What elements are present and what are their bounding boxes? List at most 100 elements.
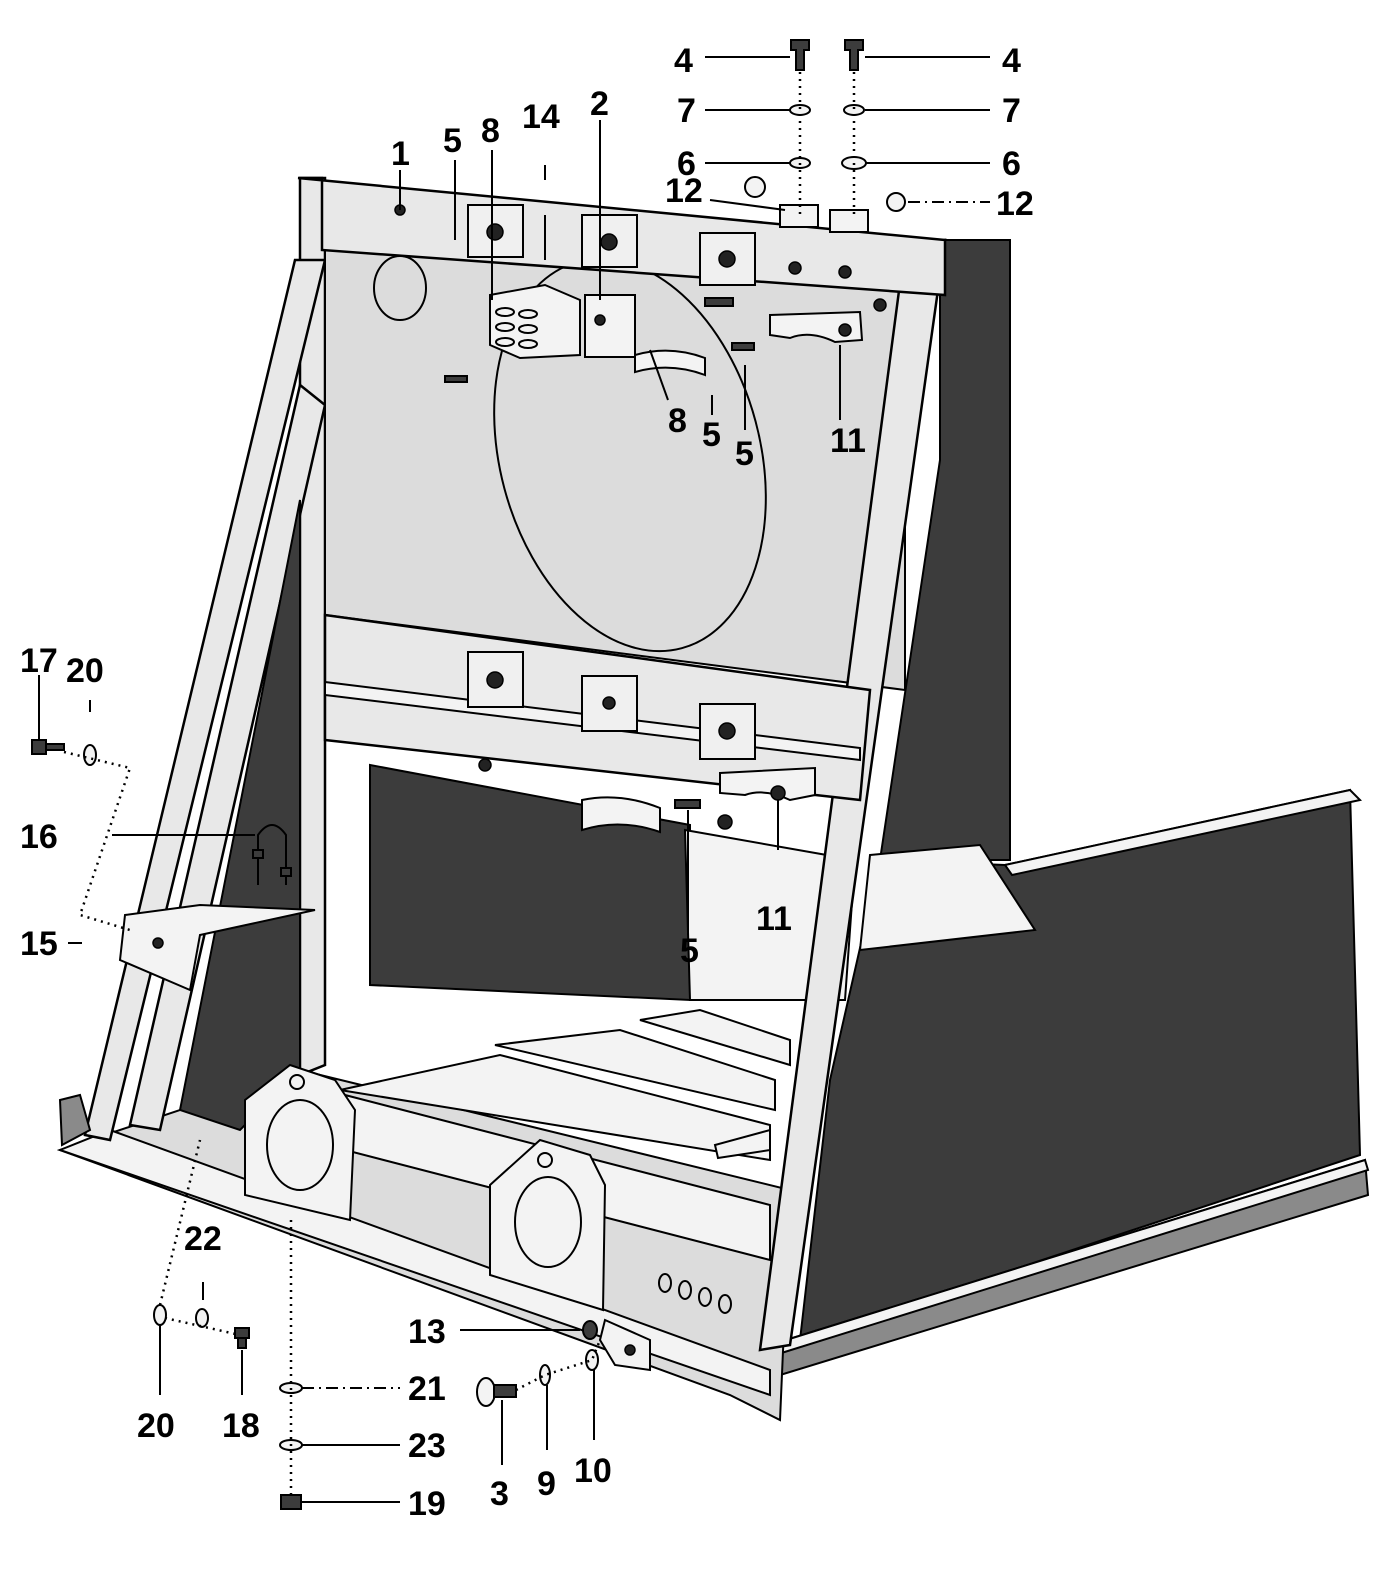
top-pad-1-hole [486, 223, 504, 241]
base-slot-1 [658, 1273, 672, 1293]
washer-7-right [843, 104, 865, 116]
pipe-clamp-lower-left [581, 796, 661, 834]
base-slot-4 [718, 1294, 732, 1314]
lower-rear-opening [369, 763, 691, 1002]
lifting-lug-right [829, 209, 869, 233]
base-slot-3 [698, 1287, 712, 1307]
callout-22: 22 [184, 1220, 222, 1258]
plug-12-right [886, 192, 906, 212]
bolt-4-right [844, 39, 864, 71]
callout-18: 18 [222, 1407, 260, 1445]
pipe-clamp-lower-right [719, 766, 816, 802]
frame-structure [56, 176, 1370, 1422]
floor-crossmember-2 [494, 1028, 776, 1112]
callout-4-left: 4 [674, 42, 693, 80]
callout-21: 21 [408, 1370, 446, 1408]
mid-pad-3-hole [718, 722, 736, 740]
nut-20-top [83, 744, 97, 766]
u-bolt [257, 824, 287, 885]
callout-20-top: 20 [66, 652, 104, 690]
u-bolt-nut-2 [280, 867, 292, 877]
gusset-plate [858, 843, 1037, 952]
bolt-upper-3 [444, 375, 468, 383]
callout-1: 1 [391, 135, 410, 173]
callout-4-right: 4 [1002, 42, 1021, 80]
top-pad-3-hole [718, 250, 736, 268]
callout-10: 10 [574, 1452, 612, 1490]
base-mount-ear-left-hole [266, 1099, 334, 1191]
mid-pad-2-hole [602, 696, 616, 710]
washer-9 [539, 1364, 551, 1386]
callout-2: 2 [590, 85, 609, 123]
corner-bracket-hole [624, 1344, 636, 1356]
callout-15: 15 [20, 925, 58, 963]
mid-beam-hole-b [717, 814, 733, 830]
rear-panel-top-edge [1003, 788, 1363, 877]
washer-22 [195, 1308, 209, 1328]
u-bolt-nut-1 [252, 849, 264, 859]
callout-14: 14 [522, 98, 560, 136]
callout-23: 23 [408, 1427, 446, 1465]
washer-7-left [789, 104, 811, 116]
bolt-17 [31, 739, 65, 755]
mid-pad-2 [581, 675, 638, 732]
top-beam-hole-c [873, 298, 887, 312]
callout-12-left: 12 [665, 172, 703, 210]
callout-5-low: 5 [680, 932, 699, 970]
top-beam-hole-b [838, 265, 852, 279]
pipe-clamp-upper-right [769, 310, 864, 344]
clamp-block-upper-hole [594, 314, 606, 326]
floor-crossmember-1 [339, 1053, 771, 1162]
bolt-3-shank [493, 1384, 517, 1398]
clamp-block-upper [584, 294, 636, 358]
callout-11-low: 11 [756, 900, 792, 938]
corner-bracket [598, 1318, 651, 1372]
callout-8-top: 8 [481, 112, 500, 150]
top-pad-2-hole [600, 233, 618, 251]
leader-lines [38, 56, 990, 1503]
base-mount-ear-right-hole [514, 1176, 582, 1268]
side-bracket-hole [152, 937, 164, 949]
top-pad-3 [699, 232, 756, 286]
floor-crossmember-3 [639, 1008, 791, 1067]
bolt-lower-1 [674, 799, 701, 809]
base-mount-ear-left-pin [289, 1074, 305, 1090]
clamp-bolt-hole-lower [770, 785, 786, 801]
mid-pad-1-hole [486, 671, 504, 689]
bolt-3-head [476, 1377, 496, 1407]
callout-labels: 4 4 7 7 6 6 12 12 1 5 8 14 2 8 5 5 11 17… [20, 42, 1034, 1523]
callout-5-top: 5 [443, 122, 462, 160]
left-end-flange [58, 1093, 92, 1147]
callout-6-right: 6 [1002, 145, 1021, 183]
callout-6-left: 6 [677, 145, 696, 183]
callout-5-mid-b: 5 [735, 435, 754, 473]
bolt-18 [234, 1327, 250, 1349]
callout-5-mid-a: 5 [702, 416, 721, 454]
callout-9: 9 [537, 1465, 556, 1503]
assembly-paths [63, 72, 856, 1500]
callout-12-right: 12 [996, 185, 1034, 223]
nut-19 [280, 1494, 302, 1510]
callout-13: 13 [408, 1313, 446, 1351]
callout-17: 17 [20, 642, 58, 680]
callout-7-right: 7 [1002, 92, 1021, 130]
base-slot-2 [678, 1280, 692, 1300]
clamp-bolt-hole-upper [838, 323, 852, 337]
bolt-4-left [790, 39, 810, 71]
side-bracket [118, 903, 316, 992]
terminal-slots [495, 307, 538, 349]
top-beam-hole-a [788, 261, 802, 275]
mid-beam-hole-a [478, 758, 492, 772]
callout-3: 3 [490, 1475, 509, 1513]
callout-20-bottom: 20 [137, 1407, 175, 1445]
nut-10 [585, 1349, 599, 1371]
small-angle-bracket [713, 1128, 771, 1160]
fasteners [31, 39, 906, 1510]
nut-13 [582, 1320, 598, 1340]
nut-20-bottom [153, 1304, 167, 1326]
plug-12-left [744, 176, 766, 198]
callout-16: 16 [20, 818, 58, 856]
bolt-upper-2 [731, 342, 755, 351]
bolt-upper-1 [704, 297, 734, 307]
